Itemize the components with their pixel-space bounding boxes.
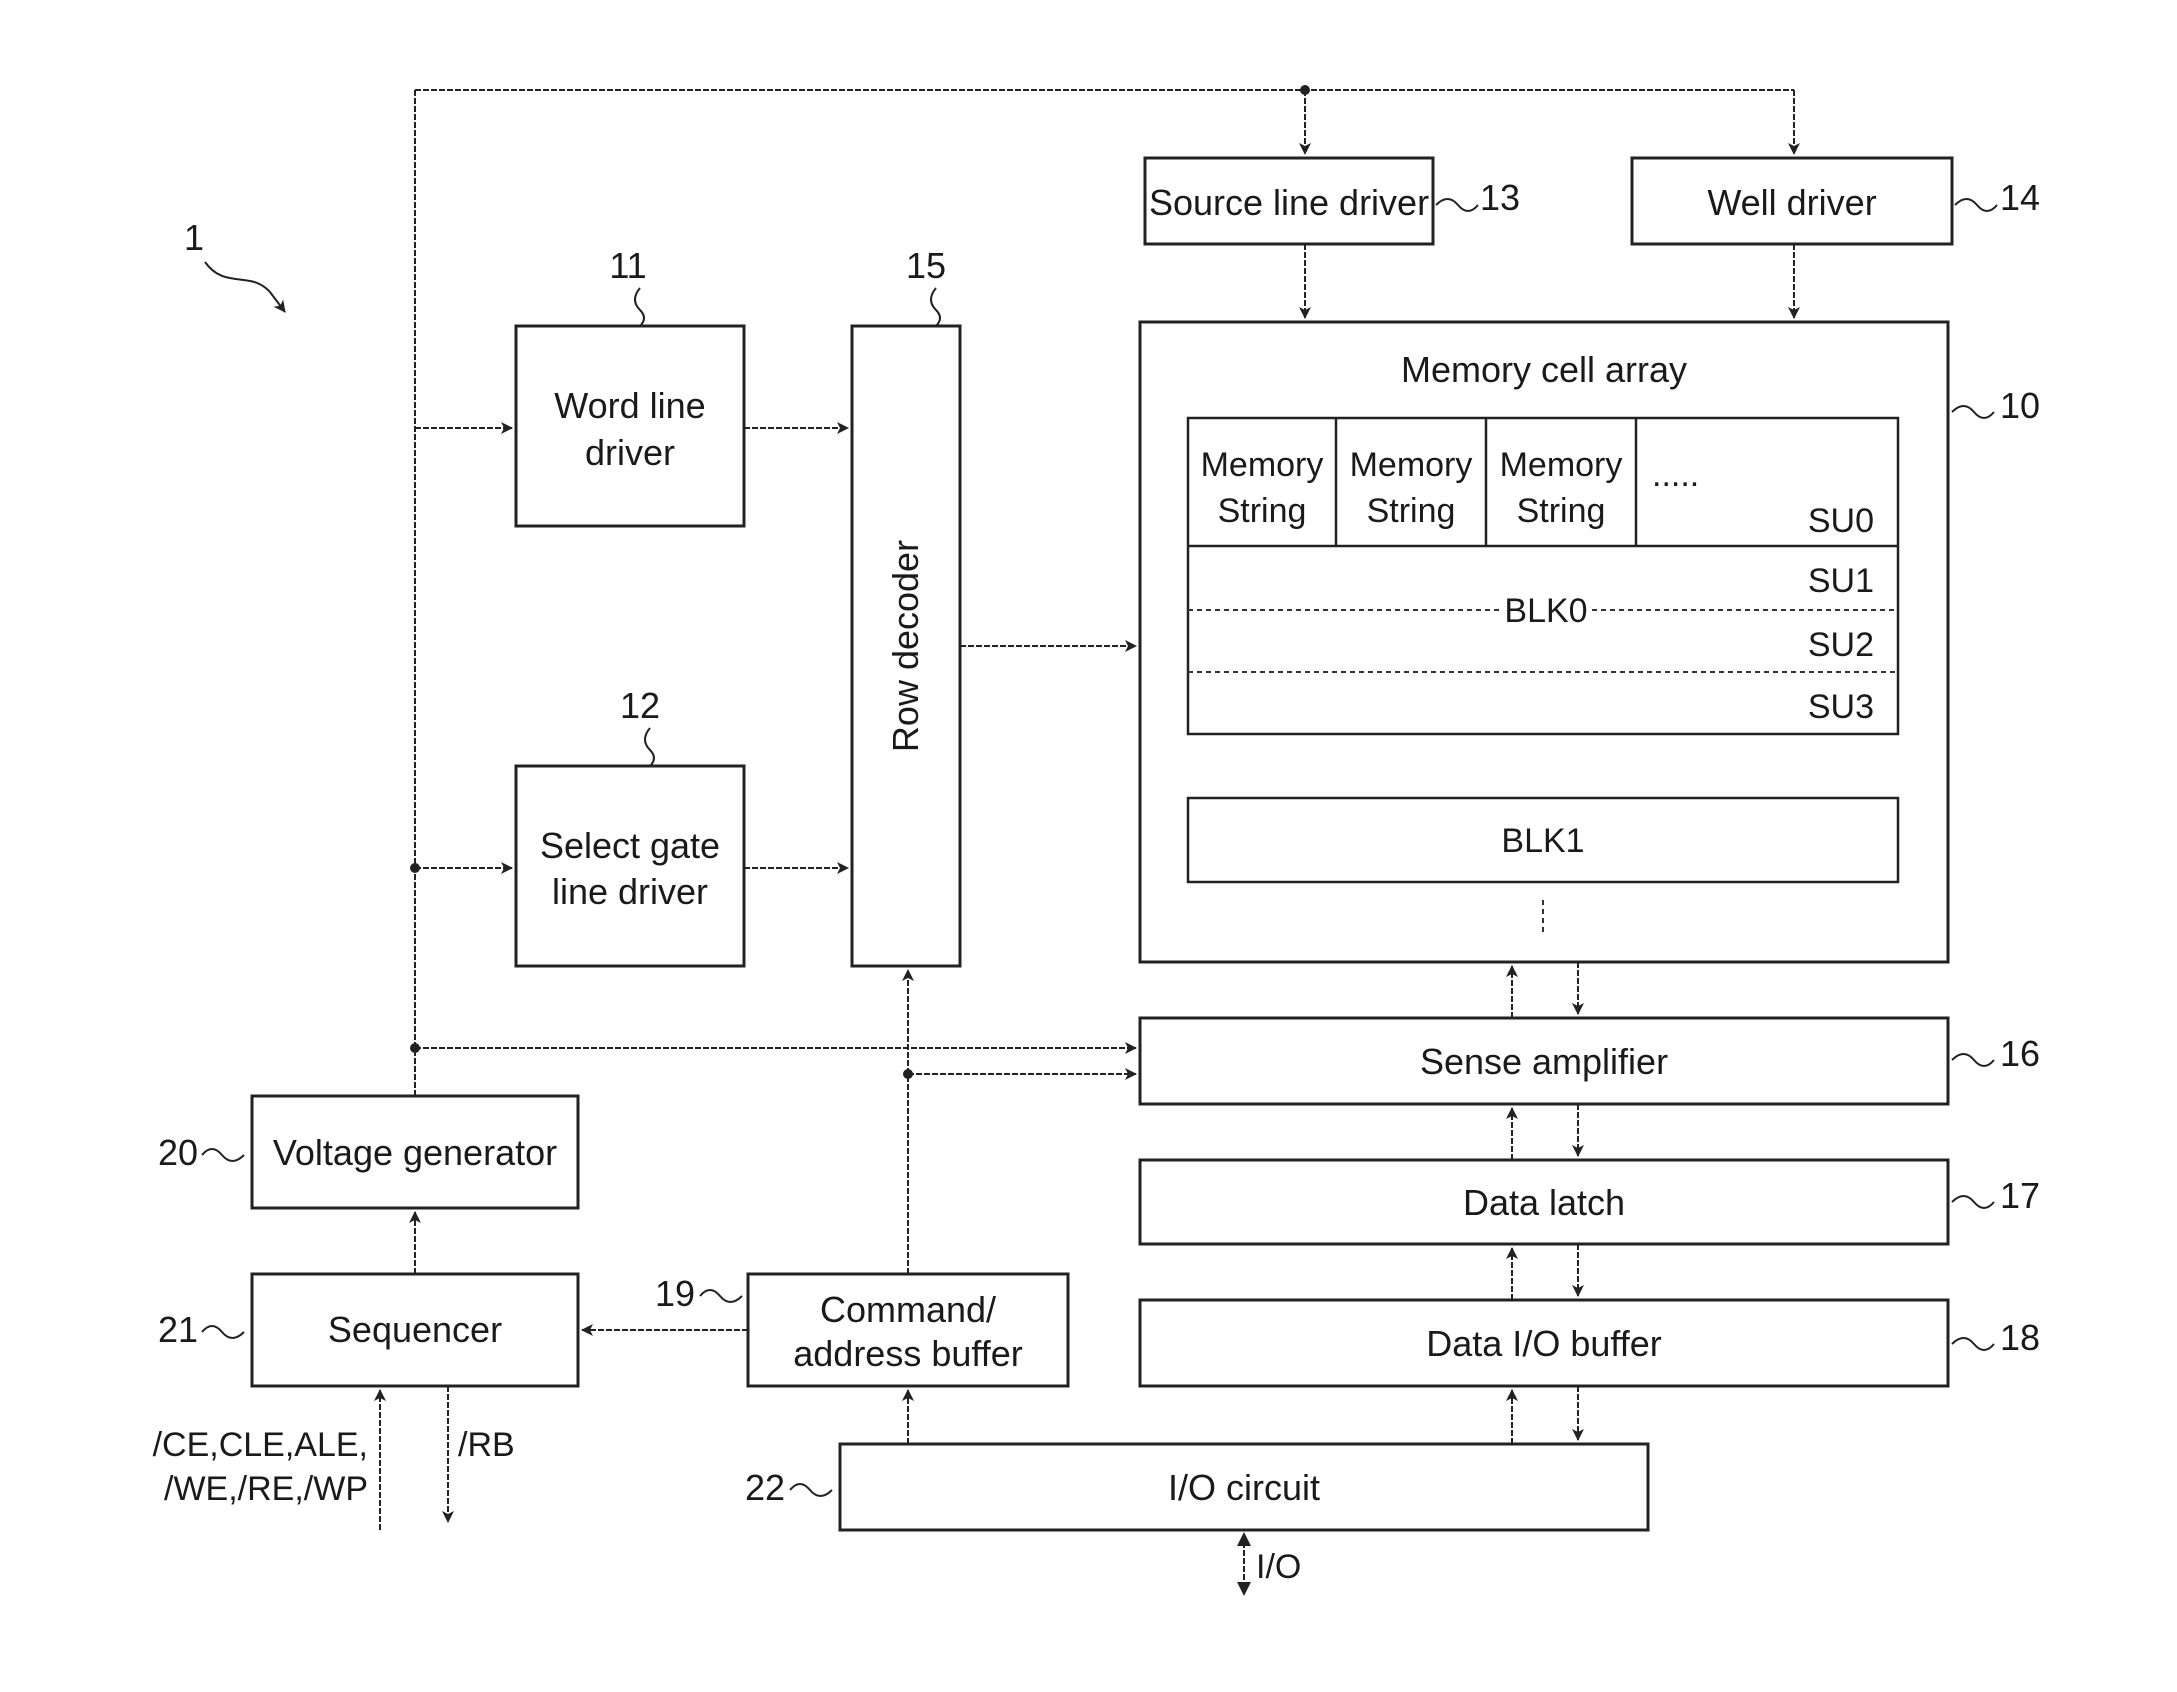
well-driver-ref: 14 [2000, 177, 2040, 218]
memory-cell-array-ref: 10 [2000, 385, 2040, 426]
source-line-driver: Source line driver 13 [1145, 158, 1520, 244]
sequencer-control-signals: /CE,CLE,ALE, /WE,/RE,/WP /RB [153, 1386, 515, 1530]
row-decoder: Row decoder 15 [852, 245, 960, 966]
figure-ref-label: 1 [184, 217, 204, 258]
command-address-buffer-ref: 19 [655, 1273, 695, 1314]
voltage-generator-label: Voltage generator [273, 1132, 557, 1173]
address-bus [903, 970, 1136, 1274]
svg-text:String: String [1517, 492, 1606, 530]
memory-string-ellipsis: ..... [1652, 456, 1699, 494]
su2-label: SU2 [1808, 626, 1874, 664]
word-line-driver-line2: driver [585, 432, 675, 473]
memory-cell-array: Memory cell array 10 Memory String Memor… [1140, 322, 2040, 962]
svg-text:String: String [1367, 492, 1456, 530]
svg-text:Memory: Memory [1201, 446, 1324, 484]
command-address-buffer: Command/ address buffer 19 [655, 1273, 1068, 1386]
blk1-label: BLK1 [1501, 822, 1584, 860]
voltage-generator-ref: 20 [158, 1132, 198, 1173]
io-circuit-label: I/O circuit [1168, 1467, 1320, 1508]
source-line-driver-ref: 13 [1480, 177, 1520, 218]
word-line-driver-ref: 11 [609, 245, 646, 286]
select-gate-line-driver: Select gate line driver 12 [516, 685, 744, 966]
data-io-buffer: Data I/O buffer 18 [1140, 1300, 2040, 1386]
command-address-buffer-line1: Command/ [820, 1289, 996, 1330]
data-latch: Data latch 17 [1140, 1160, 2040, 1244]
select-gate-line-driver-line1: Select gate [540, 825, 720, 866]
data-io-buffer-label: Data I/O buffer [1426, 1323, 1661, 1364]
sense-amplifier: Sense amplifier 16 [1140, 1018, 2040, 1104]
data-latch-ref: 17 [2000, 1175, 2040, 1216]
sequencer-ref: 21 [158, 1309, 198, 1350]
control-signals-line1: /CE,CLE,ALE, [153, 1426, 368, 1464]
sequencer-label: Sequencer [328, 1309, 502, 1350]
su1-label: SU1 [1808, 562, 1874, 600]
io-circuit-ref: 22 [745, 1467, 785, 1508]
well-driver: Well driver 14 [1632, 158, 2040, 244]
select-gate-line-driver-line2: line driver [552, 871, 708, 912]
word-line-driver: Word line driver 11 [516, 245, 744, 526]
external-io: I/O [1237, 1532, 1301, 1596]
command-address-buffer-line2: address buffer [793, 1333, 1022, 1374]
svg-text:Memory: Memory [1500, 446, 1623, 484]
su0-label: SU0 [1808, 502, 1874, 540]
control-signals-line2: /WE,/RE,/WP [164, 1470, 368, 1508]
select-gate-line-driver-ref: 12 [620, 685, 660, 726]
sense-amplifier-label: Sense amplifier [1420, 1041, 1668, 1082]
well-driver-label: Well driver [1707, 182, 1876, 223]
io-signal-label: I/O [1256, 1548, 1301, 1586]
memory-cell-array-title: Memory cell array [1401, 349, 1687, 390]
voltage-generator: Voltage generator 20 [158, 1096, 578, 1208]
word-line-driver-line1: Word line [554, 385, 705, 426]
su3-label: SU3 [1808, 688, 1874, 726]
source-line-driver-label: Source line driver [1149, 182, 1429, 223]
svg-text:Memory: Memory [1350, 446, 1473, 484]
blk0-label: BLK0 [1504, 592, 1587, 630]
data-io-buffer-ref: 18 [2000, 1317, 2040, 1358]
figure-ref-leader [205, 262, 285, 312]
io-circuit: I/O circuit 22 [745, 1444, 1648, 1530]
rb-signal-label: /RB [458, 1426, 515, 1464]
row-decoder-label: Row decoder [885, 540, 926, 752]
sequencer: Sequencer 21 [158, 1274, 578, 1386]
svg-text:String: String [1218, 492, 1307, 530]
row-decoder-ref: 15 [906, 245, 946, 286]
sense-amplifier-ref: 16 [2000, 1033, 2040, 1074]
data-latch-label: Data latch [1463, 1182, 1625, 1223]
